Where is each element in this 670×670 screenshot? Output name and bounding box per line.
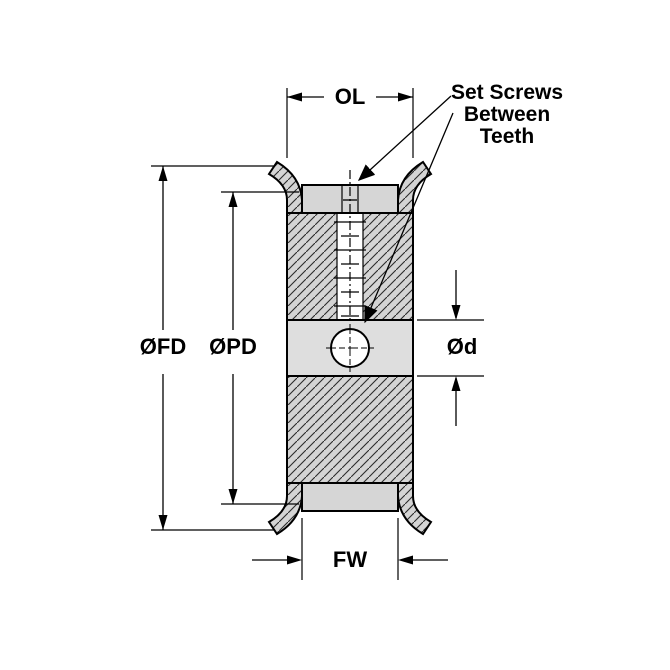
dimension-overall-length: OL [286,84,414,158]
leader-to-side-screw [364,112,454,324]
flange-bottom-left [267,482,303,536]
fd-arrow-bottom [158,515,168,530]
section-top-left [287,213,337,320]
d-arrow-bottom [451,376,461,391]
pd-arrow-top [228,192,238,207]
dimension-flange-diameter: ØFD [140,165,274,531]
ol-arrow-left [287,92,302,102]
dimension-pitch-diameter: ØPD [209,191,299,505]
body-outline [286,212,414,484]
fw-arrow-right [398,555,413,565]
fd-label: ØFD [140,334,186,359]
d-label: Ød [447,334,478,359]
dimensions: OL ØFD ØPD [140,81,563,580]
flange-top-left [267,160,303,214]
fw-arrow-left [287,555,302,565]
section-bottom [287,376,413,483]
pd-label: ØPD [209,334,257,359]
dimension-face-width: FW [252,518,448,580]
annotation-line-1: Set Screws [451,81,563,104]
annotation-line-3: Teeth [480,125,534,148]
ol-arrow-right [398,92,413,102]
setscrew-annotation: Set Screws Between Teeth [357,81,563,324]
ol-label: OL [335,84,366,109]
dimension-bore-diameter: Ød [417,270,484,426]
d-arrow-top [451,305,461,320]
annotation-line-2: Between [464,103,550,126]
fd-arrow-top [158,166,168,181]
flange-bottom-right [397,482,433,536]
leader-to-top-screw [357,95,452,181]
tooth-bar-bottom [301,482,399,512]
pd-arrow-bottom [228,489,238,504]
fw-label: FW [333,547,367,572]
pulley-body [267,160,433,536]
